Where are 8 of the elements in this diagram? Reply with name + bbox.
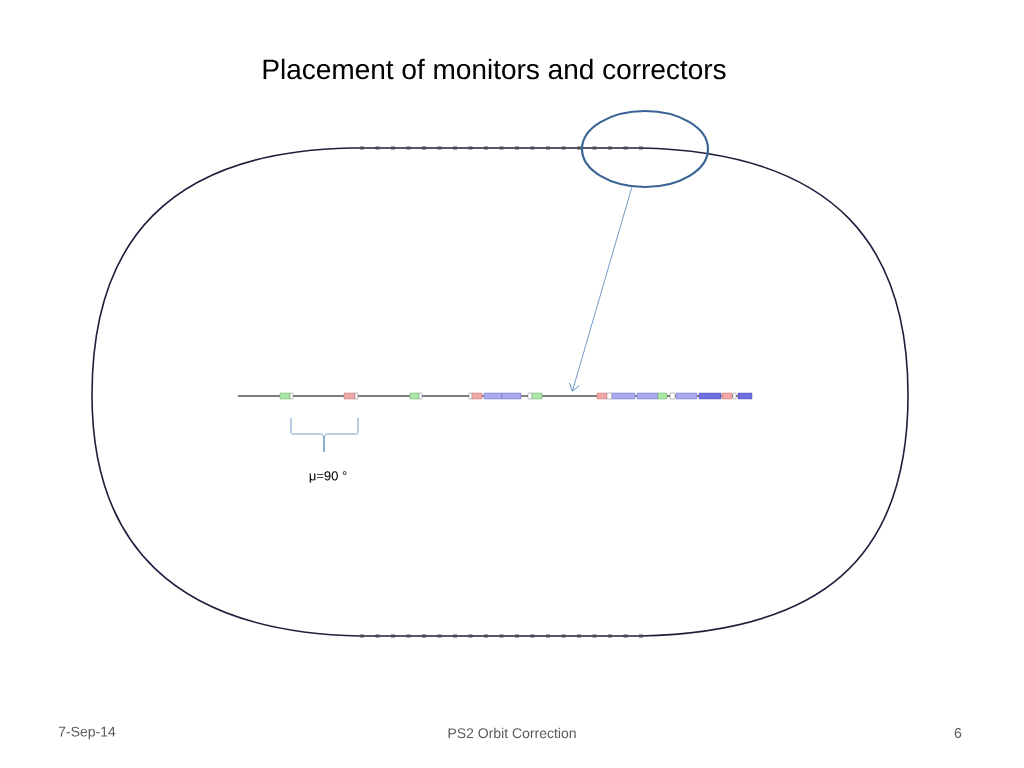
phase-advance-label: μ=90 °	[309, 471, 347, 483]
arrow	[569, 186, 633, 392]
footer-title: PS2 Orbit Correction	[448, 727, 576, 739]
title: Placement of monitors and correctors	[263, 58, 726, 80]
highlight-ellipse	[580, 109, 710, 189]
footer-date: 7-Sep-14	[58, 726, 116, 740]
page-number: 6	[954, 728, 962, 738]
lattice-strip-drawing	[237, 392, 753, 400]
